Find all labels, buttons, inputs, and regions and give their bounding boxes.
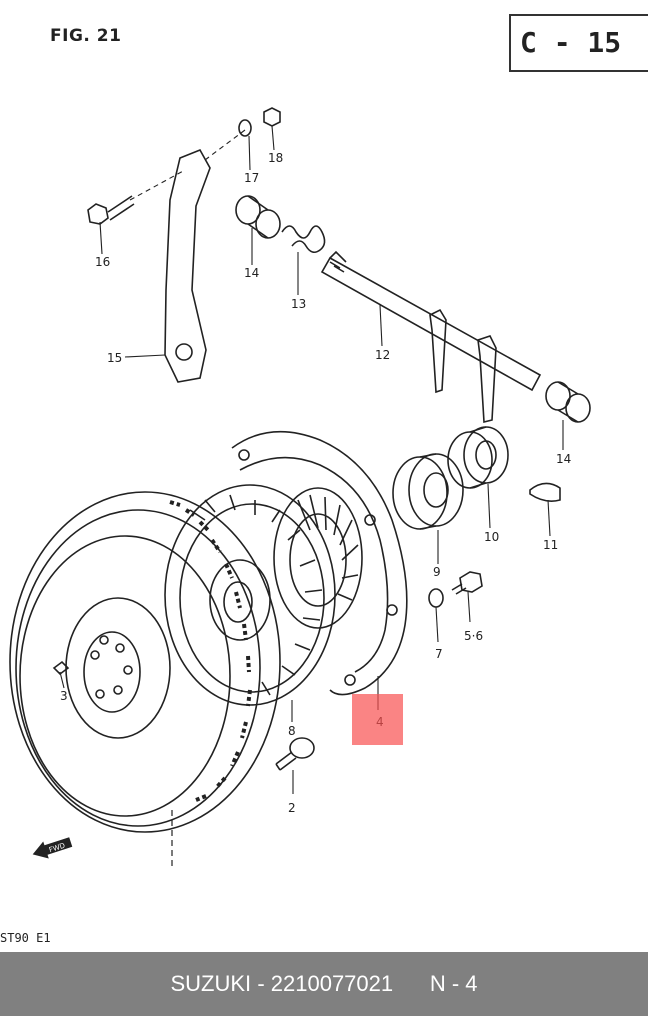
flywheel-part [9, 491, 281, 868]
callout-16: 16 [95, 255, 110, 269]
callout-13: 13 [291, 297, 306, 311]
footer-separator: - [251, 971, 271, 997]
clutch-disc-part [164, 484, 336, 706]
highlight-marker [352, 694, 403, 745]
part-info-footer: SUZUKI - 2210077021 N - 4 [0, 952, 648, 1016]
release-lever-part [164, 148, 211, 383]
exploded-view-drawing: 2 3 4 5·6 7 8 9 10 11 12 13 14 14 15 16 … [9, 107, 591, 868]
reference-box [509, 14, 648, 72]
leader-lines [59, 125, 564, 794]
callout-5-6: 5·6 [464, 629, 483, 643]
bushing-upper-part [235, 195, 281, 239]
footer-position: N - 4 [429, 971, 478, 996]
dowel-pin-3-part [52, 660, 70, 676]
release-shaft-part [320, 250, 542, 424]
washer-7-part [428, 588, 444, 608]
bolt-2-part [275, 737, 315, 771]
callout-9: 9 [433, 565, 441, 579]
callout-15: 15 [107, 351, 122, 365]
footer-part-number: 2210077021 [270, 971, 394, 996]
callout-12: 12 [375, 348, 390, 362]
bolt-5-6-part [451, 571, 483, 595]
callout-3: 3 [60, 689, 68, 703]
callout-17: 17 [244, 171, 259, 185]
figure-title: FIG. 21 [50, 26, 122, 46]
parts-diagram: FIG. 21 C - 15 [0, 14, 648, 945]
callout-8: 8 [288, 724, 296, 738]
callout-18: 18 [268, 151, 283, 165]
drawing-code: ST90 E1 [0, 931, 51, 945]
callout-10: 10 [484, 530, 499, 544]
footer-brand: SUZUKI [170, 971, 252, 996]
callout-11: 11 [543, 538, 558, 552]
footer-gap [393, 971, 430, 997]
return-spring-part [281, 225, 326, 254]
release-clip-part [529, 482, 561, 502]
clutch-cover-part [231, 430, 408, 696]
washer-17-part [238, 119, 252, 137]
callout-14-lower: 14 [556, 452, 571, 466]
release-bearing-part [392, 453, 464, 530]
bushing-lower-part [545, 381, 591, 423]
bearing-hub-part [447, 426, 509, 489]
callout-14-upper: 14 [244, 266, 259, 280]
reference-code: C - 15 [520, 26, 622, 59]
bolt-16-part [87, 195, 135, 225]
nut-18-part [263, 107, 281, 127]
separator-dash: - [257, 971, 265, 996]
callout-7: 7 [435, 647, 443, 661]
callout-2: 2 [288, 801, 296, 815]
forward-arrow-icon: FWD [32, 837, 73, 859]
